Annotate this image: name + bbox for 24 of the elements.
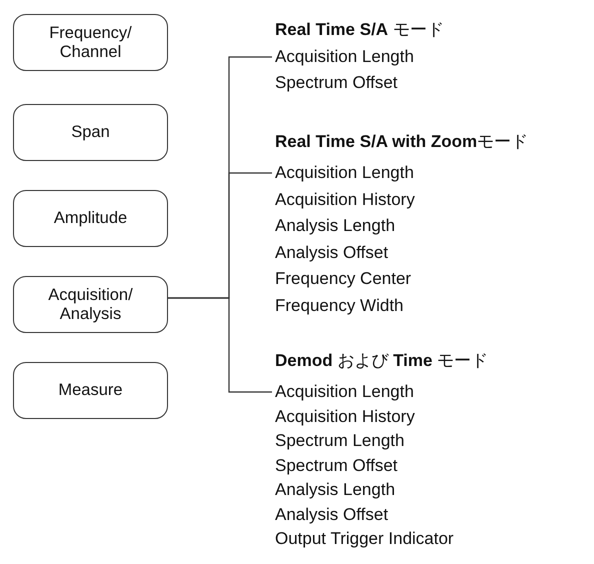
parameter-item: Analysis Length <box>275 216 396 236</box>
parameter-item: Analysis Offset <box>275 504 388 524</box>
menu-button: Measure <box>13 362 168 419</box>
parameter-item: Spectrum Length <box>275 431 404 451</box>
parameter-item: Frequency Center <box>275 269 412 290</box>
parameter-item: Output Trigger Indicator <box>275 529 454 549</box>
parameter-item: Acquisition History <box>275 406 415 426</box>
menu-button: Amplitude <box>13 190 168 247</box>
menu-button: Span <box>13 104 168 161</box>
parameter-item: Acquisition Length <box>275 382 414 402</box>
menu-button: Acquisition/ Analysis <box>13 276 168 333</box>
mode-heading: Demod および Time モード <box>275 351 488 371</box>
menu-button: Frequency/ Channel <box>13 14 168 71</box>
connector-line <box>168 297 272 393</box>
parameter-item: Analysis Offset <box>275 242 388 263</box>
parameter-item: Acquisition History <box>275 190 415 210</box>
mode-heading: Real Time S/A モード <box>275 20 444 40</box>
parameter-item: Frequency Width <box>275 296 404 316</box>
parameter-item: Acquisition Length <box>275 163 414 183</box>
parameter-item: Spectrum Offset <box>275 73 398 93</box>
parameter-item: Acquisition Length <box>275 47 414 67</box>
parameter-item: Analysis Length <box>275 480 396 500</box>
parameter-item: Spectrum Offset <box>275 456 398 476</box>
mode-heading: Real Time S/A with Zoomモード <box>275 132 528 152</box>
